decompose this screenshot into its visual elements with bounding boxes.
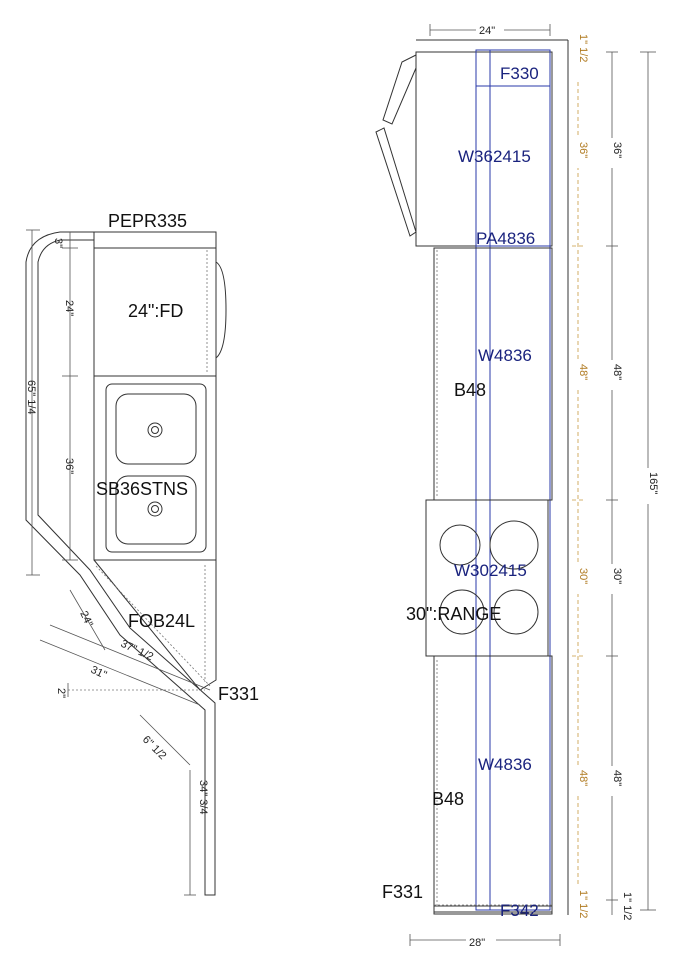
label-w4836-b: W4836 [478,755,532,774]
dim-65-1-4: 65" 1/4 [25,380,37,415]
blue-wall-units [475,49,551,911]
dim-black-48b: 48" [611,770,623,786]
label-w4836-a: W4836 [478,346,532,365]
label-f331-left: F331 [218,684,259,704]
label-w362415: W362415 [458,147,531,166]
open-door-lower [375,127,417,237]
dim-orange-48b: 48" [577,770,589,786]
dim-orange-top: 1" 1/2 [577,34,589,62]
label-f331-right: F331 [382,882,423,902]
dim-bottom-width: 28" [469,937,485,949]
dim-orange-48a: 48" [577,364,589,380]
label-pepr335: PEPR335 [108,211,187,231]
label-b48-a: B48 [454,380,486,400]
right-elevation: 24" 28" [375,20,659,949]
corner-cabinet [93,559,217,691]
burner-1 [439,524,481,566]
sink-outer [105,383,207,553]
dim-34-3-4: 34" 3/4 [197,780,209,815]
dim-6-1-2: 6" 1/2 [140,734,169,763]
label-range: 30":RANGE [406,604,501,624]
countertop-strip [93,231,217,249]
dim-36in-sink: 36" [63,458,75,474]
dim-black-bottom: 1" 1/2 [621,892,633,920]
dim-black-48a: 48" [611,364,623,380]
dim-black-30: 30" [611,568,623,584]
dim-24in-diag: 24" [77,609,95,629]
label-f342: F342 [500,901,539,920]
label-b48-b: B48 [432,789,464,809]
label-upper-fd: 24":FD [128,301,183,321]
drain-upper [147,422,163,438]
left-elevation: PEPR335 24":FD SB36STNS FOB24L F331 3" 2… [25,211,259,896]
label-w302415: W302415 [454,561,527,580]
burner-4 [493,589,539,635]
dim-24in-upper: 24" [63,300,75,316]
label-pa4836: PA4836 [476,229,535,248]
dim-3in: 3" [52,238,64,248]
side-handle [215,261,227,359]
burner-3 [439,589,485,635]
dim-2in: 2" [55,688,67,698]
sink-basin-lower [115,475,197,545]
filler-strip [433,905,553,915]
dim-orange-30: 30" [577,568,589,584]
sink-cabinet-box [93,375,217,561]
dim-total: 165" [647,472,659,494]
burner-2 [489,520,539,570]
drain-lower [147,501,163,517]
dim-black-36: 36" [611,142,623,158]
dim-top-width: 24" [479,25,495,37]
left-wall-outline [25,231,216,896]
dim-37-1-2: 37" 1/2 [119,638,155,663]
label-fob24l: FOB24L [128,611,195,631]
open-door-upper [382,54,417,125]
label-sb36stns: SB36STNS [96,479,188,499]
label-f330: F330 [500,64,539,83]
dim-orange-bottom: 1" 1/2 [577,890,589,918]
base-cabinet-upper [433,247,553,501]
base-cabinet-lower [433,655,553,913]
dim-orange-36: 36" [577,142,589,158]
sink-basin-upper [115,393,197,465]
